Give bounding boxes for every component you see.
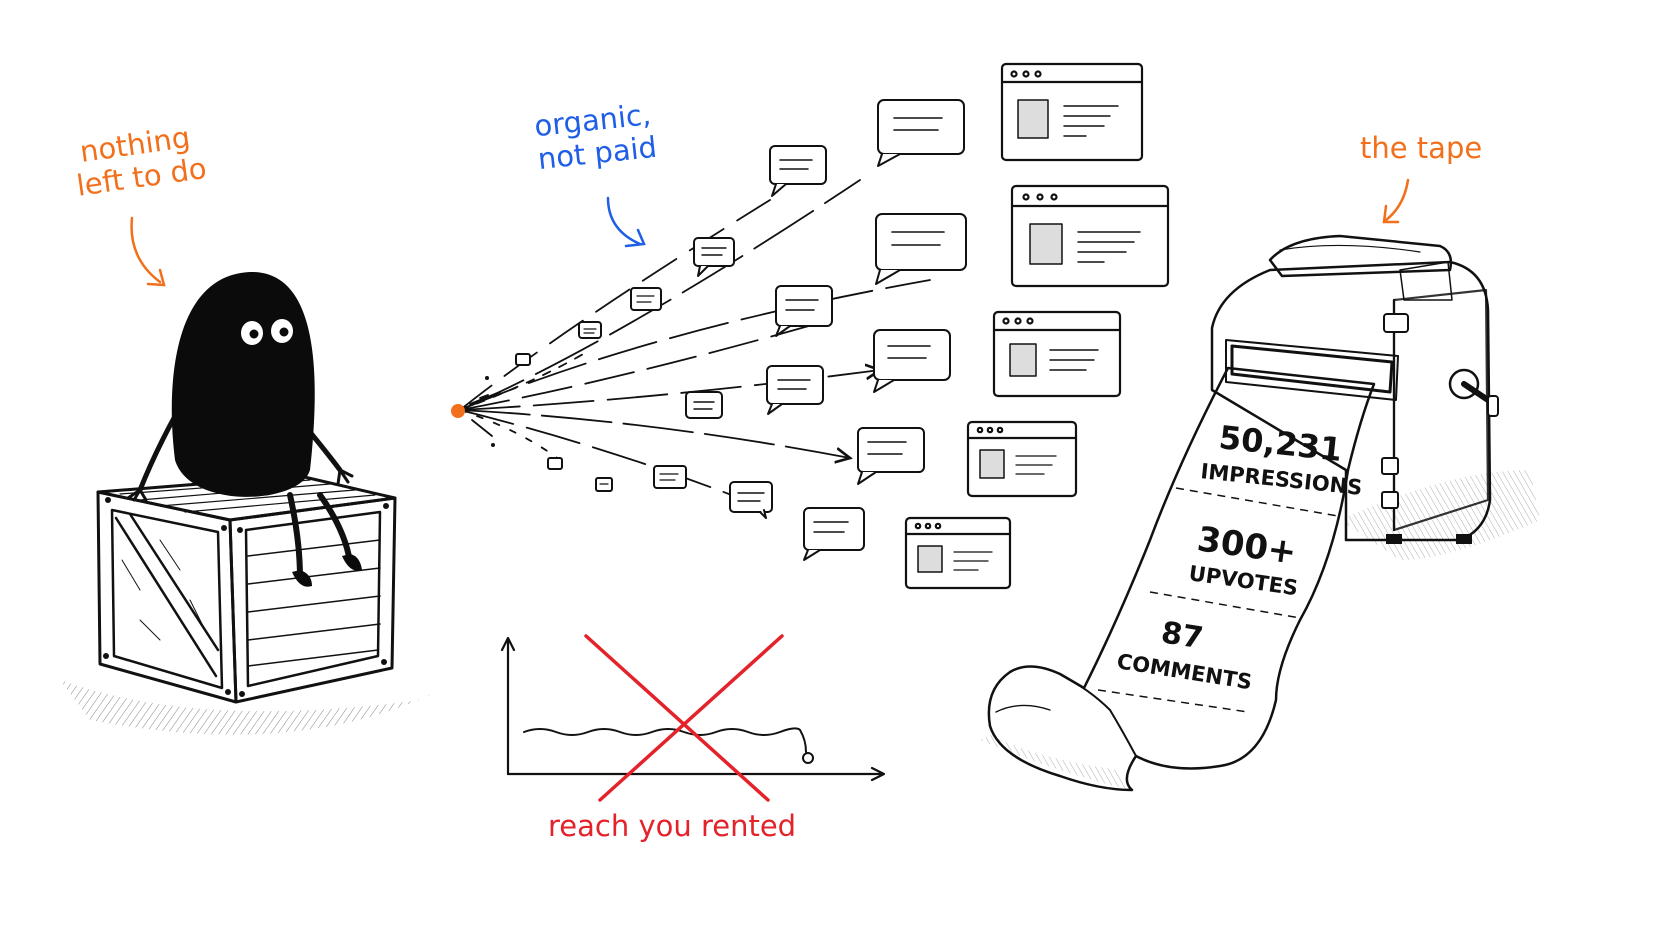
comments-value: 87 bbox=[1159, 615, 1206, 656]
browser-window-icon bbox=[1000, 62, 1144, 162]
chat-bubble-icon bbox=[729, 481, 773, 519]
blob-character bbox=[126, 271, 362, 587]
crossed-out-line-chart bbox=[500, 634, 886, 802]
chat-bubble-icon bbox=[595, 477, 613, 492]
browser-window-icon bbox=[992, 310, 1122, 398]
chat-bubble-icon bbox=[873, 329, 951, 393]
impressions-value: 50,231 bbox=[1217, 418, 1344, 469]
organic-label: organic, not paid bbox=[533, 97, 659, 177]
chat-bubble-icon bbox=[653, 465, 687, 489]
receipt-printer bbox=[1210, 234, 1499, 544]
chat-bubble-icon bbox=[803, 507, 865, 561]
receipt-tape bbox=[987, 366, 1376, 792]
browser-window-icon bbox=[966, 420, 1078, 498]
browser-windows bbox=[904, 62, 1170, 590]
nothing-left-arrow bbox=[130, 216, 166, 287]
crate-shadow bbox=[60, 680, 440, 735]
chat-bubble-icon bbox=[877, 99, 965, 167]
the-tape-arrow bbox=[1382, 178, 1410, 224]
organic-arrow bbox=[606, 196, 646, 248]
chat-bubble-icon bbox=[685, 391, 723, 419]
chat-bubble-icon bbox=[578, 321, 602, 339]
chat-bubble-icon bbox=[775, 285, 833, 337]
origin-dot bbox=[451, 404, 465, 418]
chat-bubble-icon bbox=[875, 213, 967, 285]
reach-you-rented-label: reach you rented bbox=[548, 809, 797, 843]
browser-window-icon bbox=[904, 516, 1012, 590]
chat-bubble-icon bbox=[515, 353, 531, 366]
chat-bubble-icon bbox=[857, 427, 925, 485]
chat-bubble-icon bbox=[766, 365, 824, 415]
chat-bubble-icon bbox=[693, 237, 735, 277]
chat-bubble-icon bbox=[769, 145, 827, 197]
chat-bubble-icon bbox=[547, 457, 563, 470]
comments-label: COMMENTS bbox=[1115, 649, 1254, 694]
the-tape-label: the tape bbox=[1360, 131, 1483, 165]
wooden-crate bbox=[96, 474, 397, 704]
chat-bubble-icon bbox=[630, 287, 662, 311]
chat-bubbles bbox=[515, 99, 967, 561]
browser-window-icon bbox=[1010, 184, 1170, 288]
